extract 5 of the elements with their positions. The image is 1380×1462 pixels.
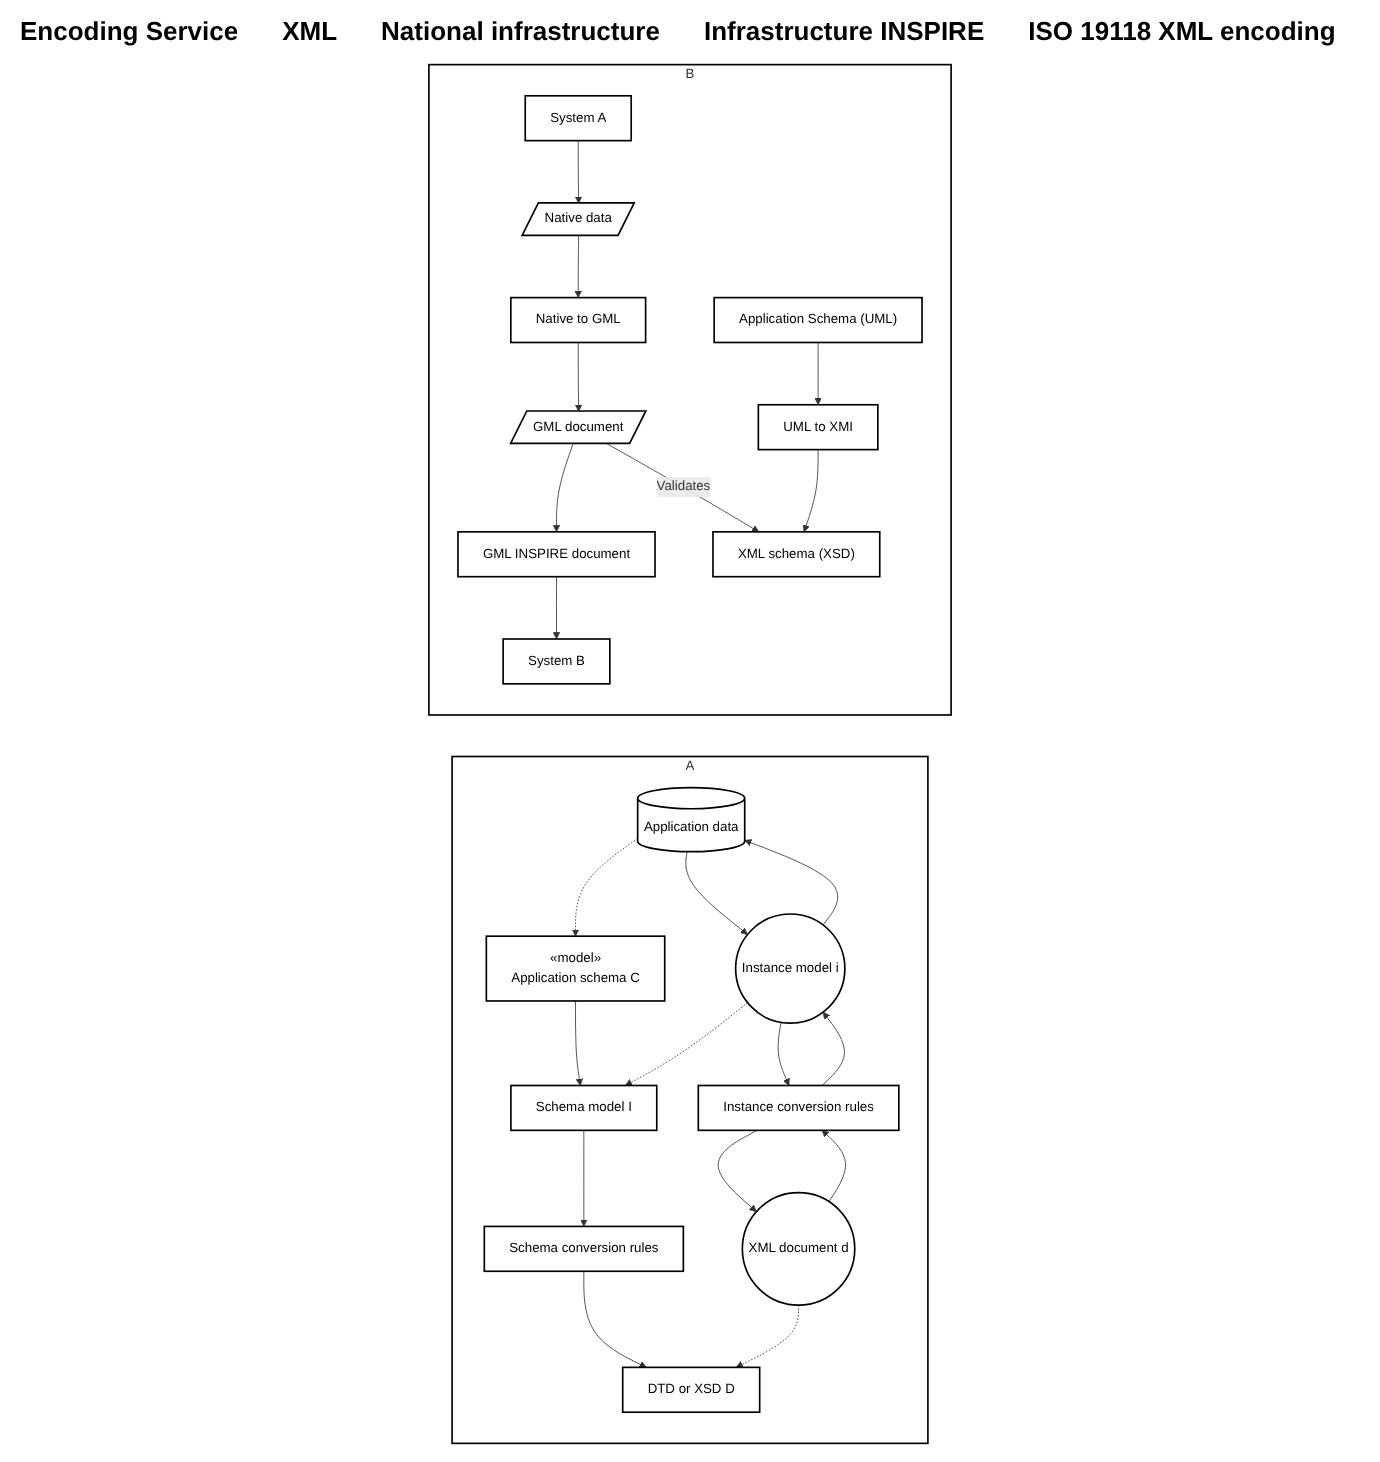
note-label: XML	[280, 14, 340, 50]
note-label: Infrastructure INSPIRE	[701, 14, 987, 50]
note-label: Encoding Service	[18, 14, 241, 50]
note-label: National infrastructure	[379, 14, 662, 50]
note-label: ISO 19118 XML encoding	[1026, 14, 1338, 50]
